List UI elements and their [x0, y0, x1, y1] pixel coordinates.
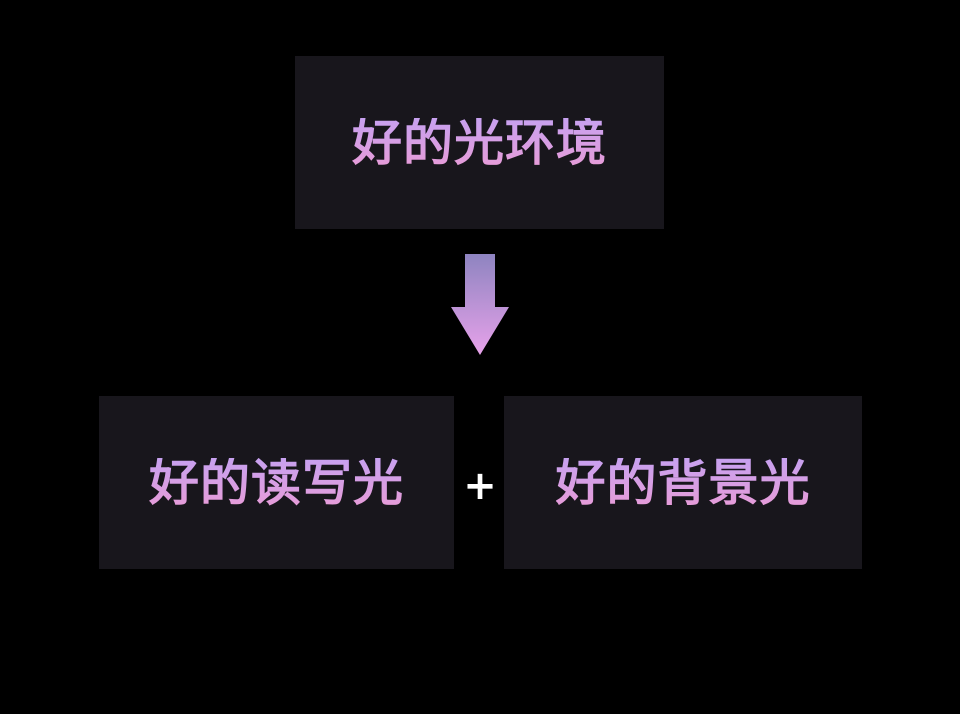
- bottom-right-box: 好的背景光: [504, 396, 862, 569]
- top-box-label: 好的光环境: [352, 113, 607, 172]
- top-box: 好的光环境: [295, 56, 664, 229]
- bottom-left-box-label: 好的读写光: [149, 453, 404, 512]
- bottom-right-box-label: 好的背景光: [555, 453, 811, 512]
- down-arrow-icon: [451, 254, 509, 355]
- bottom-left-box: 好的读写光: [99, 396, 454, 569]
- plus-operator: +: [463, 463, 497, 509]
- arrow-shape: [451, 254, 509, 355]
